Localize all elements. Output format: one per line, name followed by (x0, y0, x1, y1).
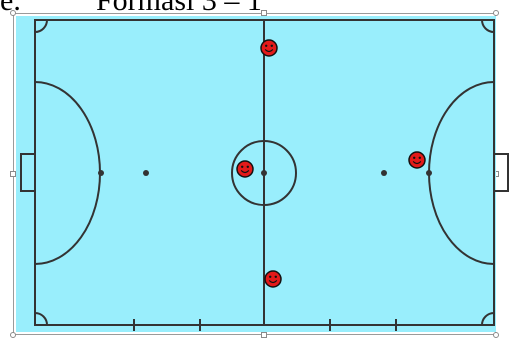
resize-handle-top-right[interactable] (493, 10, 499, 16)
smiley-face-icon (260, 39, 278, 57)
left-penalty-spot (98, 170, 104, 176)
caption-title: Formasi 3 – 1 (96, 0, 262, 17)
resize-handle-bottom-left[interactable] (10, 332, 16, 338)
right-goal (493, 153, 509, 192)
player-top[interactable] (260, 39, 278, 57)
smiley-face-icon (408, 151, 426, 169)
right-penalty-spot (426, 170, 432, 176)
smiley-face-icon (264, 270, 282, 288)
resize-handle-middle-left[interactable] (10, 171, 16, 177)
resize-handle-top-center[interactable] (261, 10, 267, 16)
corner-arc-top-left (34, 19, 48, 33)
smiley-face-icon (236, 160, 254, 178)
right-second-penalty-spot (381, 170, 387, 176)
resize-handle-bottom-center[interactable] (261, 332, 267, 338)
court-background (16, 16, 496, 332)
left-second-penalty-spot (143, 170, 149, 176)
player-right[interactable] (408, 151, 426, 169)
player-center[interactable] (236, 160, 254, 178)
center-spot (261, 170, 267, 176)
left-goal (20, 153, 36, 192)
resize-handle-bottom-right[interactable] (493, 332, 499, 338)
corner-arc-top-right (481, 19, 495, 33)
resize-handle-top-left[interactable] (10, 10, 16, 16)
corner-arc-bottom-left (34, 312, 48, 326)
player-bottom[interactable] (264, 270, 282, 288)
court-spots (98, 170, 432, 176)
corner-arc-bottom-right (481, 312, 495, 326)
center-circle (231, 140, 297, 206)
